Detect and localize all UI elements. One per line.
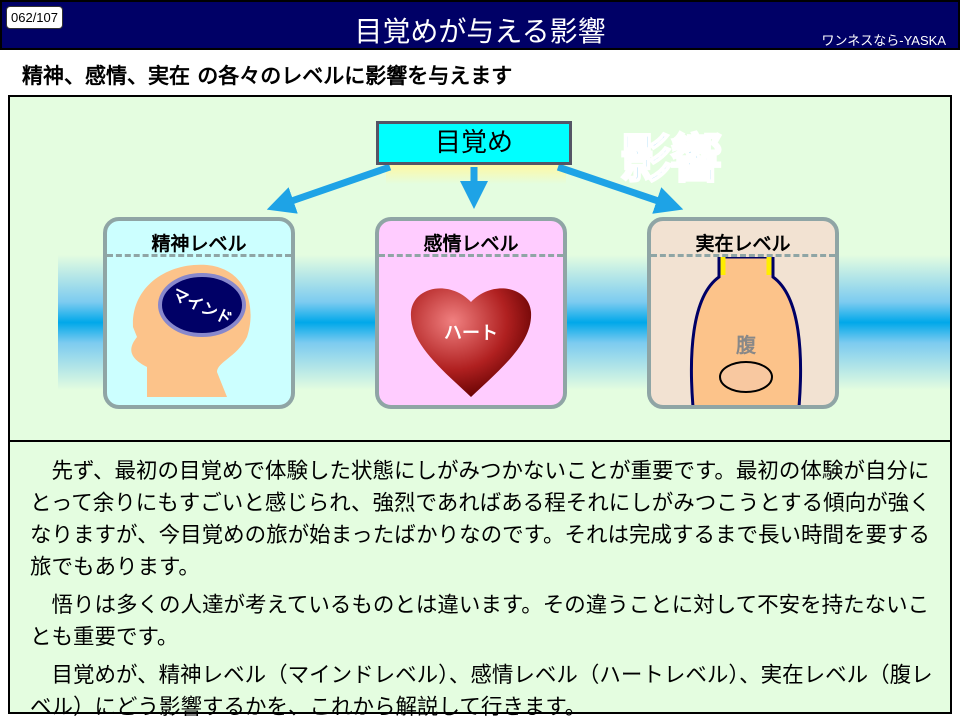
card-mind-level: 精神レベル マインド: [103, 217, 295, 409]
awakening-box: 目覚め: [376, 121, 572, 165]
card-being-level: 実在レベル 腹: [647, 217, 839, 409]
impact-label: 影響: [619, 129, 723, 191]
heart-label: ハート: [444, 323, 498, 344]
arrows: [266, 163, 684, 214]
paragraph: 先ず、最初の目覚めで体験した状態にしがみつかないことが重要です。最初の体験が自分…: [30, 459, 931, 580]
brand-label: ワンネスなら-YASKA: [821, 33, 946, 48]
diagram-panel: 目覚め 影響 精神レベル マインド 感情レベル ハート 実在レベル 腹: [8, 95, 952, 442]
description-panel: 先ず、最初の目覚めで体験した状態にしがみつかないことが重要です。最初の体験が自分…: [8, 440, 952, 720]
card-title: 実在レベル: [651, 221, 835, 257]
paragraph: 目覚めが、精神レベル（マインドレベル）、感情レベル（ハートレベル）、実在レベル（…: [30, 663, 933, 720]
slide-title: 目覚めが与える影響: [354, 15, 606, 48]
heart-icon: ハート: [410, 288, 532, 397]
paragraph: 悟りは多くの人達が考えているものとは違います。その違うことに対して不安を持たない…: [30, 593, 930, 650]
card-title: 感情レベル: [379, 221, 563, 257]
card-emotion-level: 感情レベル ハート: [375, 217, 567, 409]
belly-icon: 腹: [689, 257, 803, 405]
slide-subtitle: 精神、感情、実在 の各々のレベルに影響を与えます: [22, 64, 513, 88]
belly-label: 腹: [736, 333, 757, 357]
page-number: 062/107: [6, 6, 63, 29]
card-title: 精神レベル: [107, 221, 291, 257]
header-bar: 062/107 目覚めが与える影響 ワンネスなら-YASKA: [0, 0, 960, 50]
head-icon: マインド: [131, 264, 251, 397]
